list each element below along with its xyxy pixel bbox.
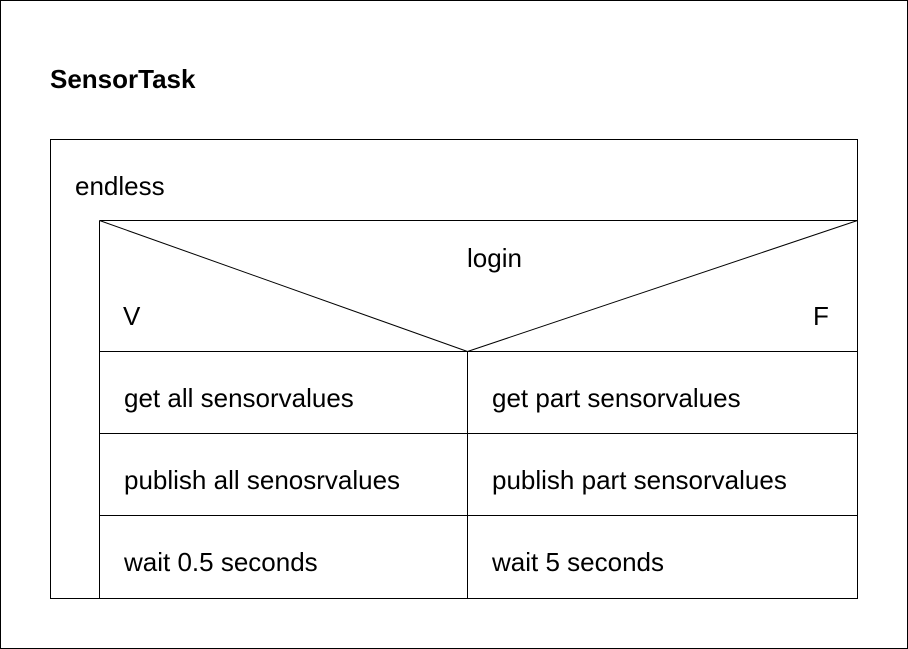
- false-branch-step: wait 5 seconds: [492, 547, 664, 577]
- loop-block: [50, 139, 858, 599]
- true-branch-step: publish all senosrvalues: [124, 465, 401, 495]
- false-branch-step: get part sensorvalues: [492, 383, 741, 413]
- diagram-title: SensorTask: [50, 64, 196, 94]
- true-branch-step: get all sensorvalues: [124, 383, 354, 413]
- decision-diagonal-left: [99, 220, 468, 352]
- true-branch-step: wait 0.5 seconds: [124, 547, 318, 577]
- decision-condition: login: [467, 243, 522, 273]
- false-branch-step: publish part sensorvalues: [492, 465, 787, 495]
- decision-false-label: F: [813, 301, 829, 331]
- loop-label: endless: [75, 171, 165, 201]
- decision-true-label: V: [123, 301, 141, 331]
- decision-diagonal-right: [467, 220, 858, 352]
